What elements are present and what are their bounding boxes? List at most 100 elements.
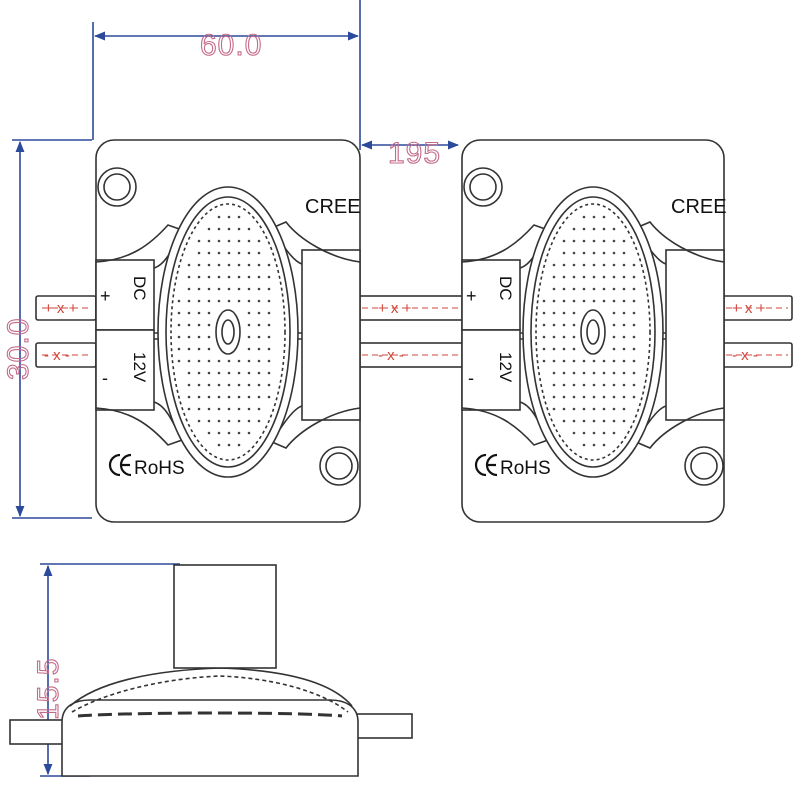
lens-dot xyxy=(562,359,566,363)
lens-dot xyxy=(227,407,231,411)
lens-dot xyxy=(592,239,596,243)
lens-dot xyxy=(197,419,201,423)
lens-dot xyxy=(207,359,211,363)
mounting-hole-icon xyxy=(319,446,359,486)
lens-dot xyxy=(217,407,221,411)
lens-dot xyxy=(197,275,201,279)
lens-dot xyxy=(177,299,181,303)
lens-dot xyxy=(247,419,251,423)
lens-dot xyxy=(217,239,221,243)
lens-dot xyxy=(217,263,221,267)
right-positive-mark: + x + xyxy=(732,300,766,317)
lens-dot xyxy=(572,251,576,255)
lens-dot xyxy=(257,419,261,423)
lens-dot xyxy=(227,215,231,219)
lens-dot xyxy=(227,227,231,231)
lens-dot xyxy=(592,263,596,267)
lens-dot xyxy=(552,323,556,327)
lens-dot xyxy=(542,299,546,303)
lens-dot xyxy=(602,371,606,375)
lens-dot xyxy=(177,347,181,351)
rohs-label: RoHS xyxy=(134,458,185,479)
lens-dot xyxy=(622,371,626,375)
lens-dot xyxy=(237,299,241,303)
lens-dot xyxy=(197,251,201,255)
lens-dot xyxy=(207,383,211,387)
lens-dot xyxy=(227,395,231,399)
lens-dot xyxy=(217,275,221,279)
lens-dot xyxy=(572,383,576,387)
lens-dot xyxy=(267,335,271,339)
lens-dot xyxy=(187,335,191,339)
lens-dot xyxy=(602,395,606,399)
lens-dot xyxy=(582,299,586,303)
lens-dot xyxy=(197,407,201,411)
lens-dot xyxy=(562,239,566,243)
lens-dot xyxy=(257,371,261,375)
lens-dot xyxy=(602,227,606,231)
lens-dot xyxy=(197,335,201,339)
lens-dot xyxy=(622,347,626,351)
lens-dot xyxy=(562,371,566,375)
lens-dot xyxy=(207,395,211,399)
lens-dot xyxy=(217,419,221,423)
lens-dot xyxy=(542,311,546,315)
lens-dot xyxy=(592,251,596,255)
lens-dot xyxy=(217,251,221,255)
side-view xyxy=(9,564,413,777)
lens-dot xyxy=(257,311,261,315)
lens-dot xyxy=(612,359,616,363)
lens-dot xyxy=(237,275,241,279)
lens-dot xyxy=(592,227,596,231)
led-lens-icon xyxy=(580,309,606,355)
lens-dot xyxy=(177,311,181,315)
lens-dot xyxy=(552,311,556,315)
width-dimension-label: 60.0 xyxy=(200,29,262,62)
lens-dot xyxy=(602,287,606,291)
lens-dot xyxy=(602,299,606,303)
lens-dot xyxy=(582,359,586,363)
lens-dot xyxy=(572,311,576,315)
lens-dot xyxy=(197,395,201,399)
lens-dot xyxy=(237,395,241,399)
lens-dot xyxy=(612,299,616,303)
lens-dot xyxy=(267,275,271,279)
lens-dot xyxy=(197,299,201,303)
lens-dot xyxy=(207,275,211,279)
lens-dot-grid-left xyxy=(177,215,271,447)
lens-dot xyxy=(227,443,231,447)
lens-dot xyxy=(562,323,566,327)
lens-dot xyxy=(562,251,566,255)
lens-dot xyxy=(562,395,566,399)
lens-dot xyxy=(237,251,241,255)
lens-dot xyxy=(217,287,221,291)
lens-dot xyxy=(582,431,586,435)
lens-dot xyxy=(582,395,586,399)
led-module-left xyxy=(95,139,361,523)
lens-dot xyxy=(207,431,211,435)
gap-dimension-label: 195 xyxy=(388,137,441,170)
lens-dot xyxy=(187,323,191,327)
height-dimension-label: 30.0 xyxy=(2,318,35,380)
lens-dot xyxy=(217,443,221,447)
lens-dot xyxy=(572,275,576,279)
voltage-label: 12V xyxy=(130,352,149,383)
lens-dot xyxy=(187,383,191,387)
lens-dot xyxy=(217,227,221,231)
lens-dot xyxy=(572,431,576,435)
lens-dot xyxy=(622,359,626,363)
lens-dot xyxy=(592,215,596,219)
lens-dot xyxy=(552,407,556,411)
lens-dot xyxy=(572,227,576,231)
lens-dot xyxy=(622,299,626,303)
lens-dot xyxy=(602,215,606,219)
lens-dot xyxy=(267,287,271,291)
lens-dot xyxy=(582,227,586,231)
lens-dot xyxy=(247,383,251,387)
lens-dot xyxy=(257,347,261,351)
lens-dot xyxy=(592,287,596,291)
lens-dot xyxy=(247,395,251,399)
lens-dot xyxy=(217,215,221,219)
lens-dot xyxy=(227,431,231,435)
lens-dot xyxy=(267,371,271,375)
